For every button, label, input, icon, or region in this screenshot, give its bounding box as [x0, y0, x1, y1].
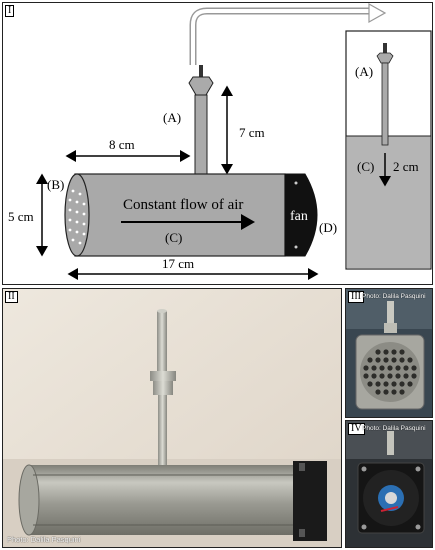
endcap-photo: [346, 289, 432, 417]
endcap-hole-grid: [363, 349, 417, 395]
dim-8-text: 8 cm: [109, 137, 135, 152]
device-photo: [3, 289, 341, 547]
schematic-diagram: (A) 7 cm 8 cm (B) 5 cm Constant flow of …: [8, 3, 432, 280]
main-cylinder: [64, 173, 318, 257]
inset-label-a: (A): [355, 64, 373, 79]
dim-7-text: 7 cm: [239, 125, 265, 140]
panel-label-1: I: [5, 5, 15, 17]
dim-2-text: 2 cm: [393, 159, 419, 174]
panel-label-3: III: [348, 291, 364, 303]
dim-17-text: 17 cm: [162, 256, 194, 271]
panel-photo-fan: IV Photo: Dalila Pasquini: [345, 420, 433, 548]
label-c: (C): [165, 230, 182, 245]
label-a: (A): [163, 110, 181, 125]
label-d: (D): [319, 220, 337, 235]
fan-photo: [346, 421, 432, 547]
inset-container: [345, 30, 432, 270]
inset-label-c: (C): [357, 159, 374, 174]
fan-text: fan: [290, 209, 308, 224]
photo-credit-4: Photo: Dalila Pasquini: [362, 425, 426, 432]
flow-text: Constant flow of air: [123, 197, 243, 213]
panel-photo-endcap: III Photo: Dalila Pasquini: [345, 288, 433, 418]
dim-5-text: 5 cm: [8, 209, 34, 224]
panel-label-2: II: [5, 291, 18, 303]
end-cap-holes: [68, 189, 86, 245]
label-b: (B): [47, 177, 64, 192]
panel-photo-device: II Photo: Dalila Pasquini: [2, 288, 342, 548]
tube-a: [188, 65, 214, 178]
panel-label-4: IV: [348, 423, 365, 435]
photo-credit-3: Photo: Dalila Pasquini: [362, 293, 426, 300]
panel-schematic: (A) 7 cm 8 cm (B) 5 cm Constant flow of …: [2, 2, 433, 285]
photo-credit-2: Photo: Dalila Pasquini: [7, 535, 81, 544]
transfer-arrow: [189, 3, 387, 65]
